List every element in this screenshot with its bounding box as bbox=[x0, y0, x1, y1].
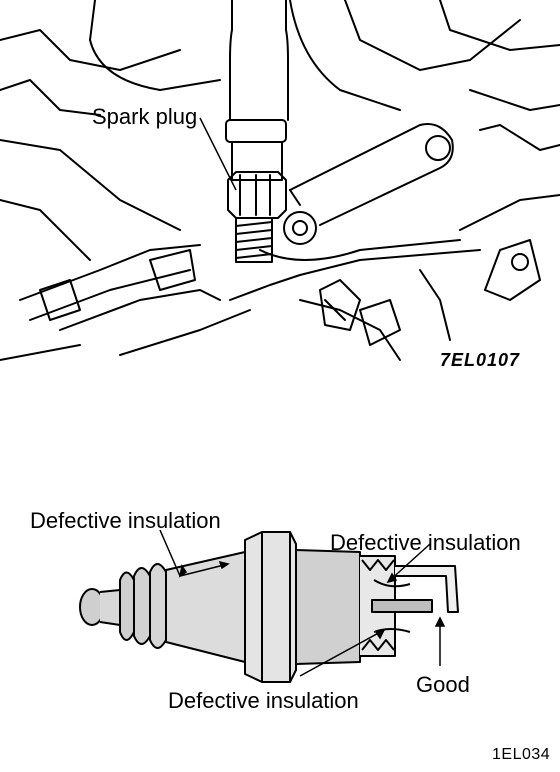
spark-plug-insulation-figure: Defective insulation Defective insulatio… bbox=[0, 480, 560, 772]
figure-code-bottom: 1EL034 bbox=[492, 746, 551, 763]
engine-illustration bbox=[0, 0, 560, 361]
good-label: Good bbox=[416, 672, 470, 697]
engine-spark-plug-figure: Spark plug 7EL0107 bbox=[0, 0, 560, 380]
figure-code-top: 7EL0107 bbox=[440, 350, 521, 370]
defective-insulation-label-top-right: Defective insulation bbox=[330, 530, 521, 555]
defective-insulation-label-top-left: Defective insulation bbox=[30, 508, 221, 533]
spark-plug-label: Spark plug bbox=[92, 104, 198, 129]
spark-plug-diagram bbox=[79, 529, 459, 683]
defective-insulation-label-bottom: Defective insulation bbox=[168, 688, 359, 713]
